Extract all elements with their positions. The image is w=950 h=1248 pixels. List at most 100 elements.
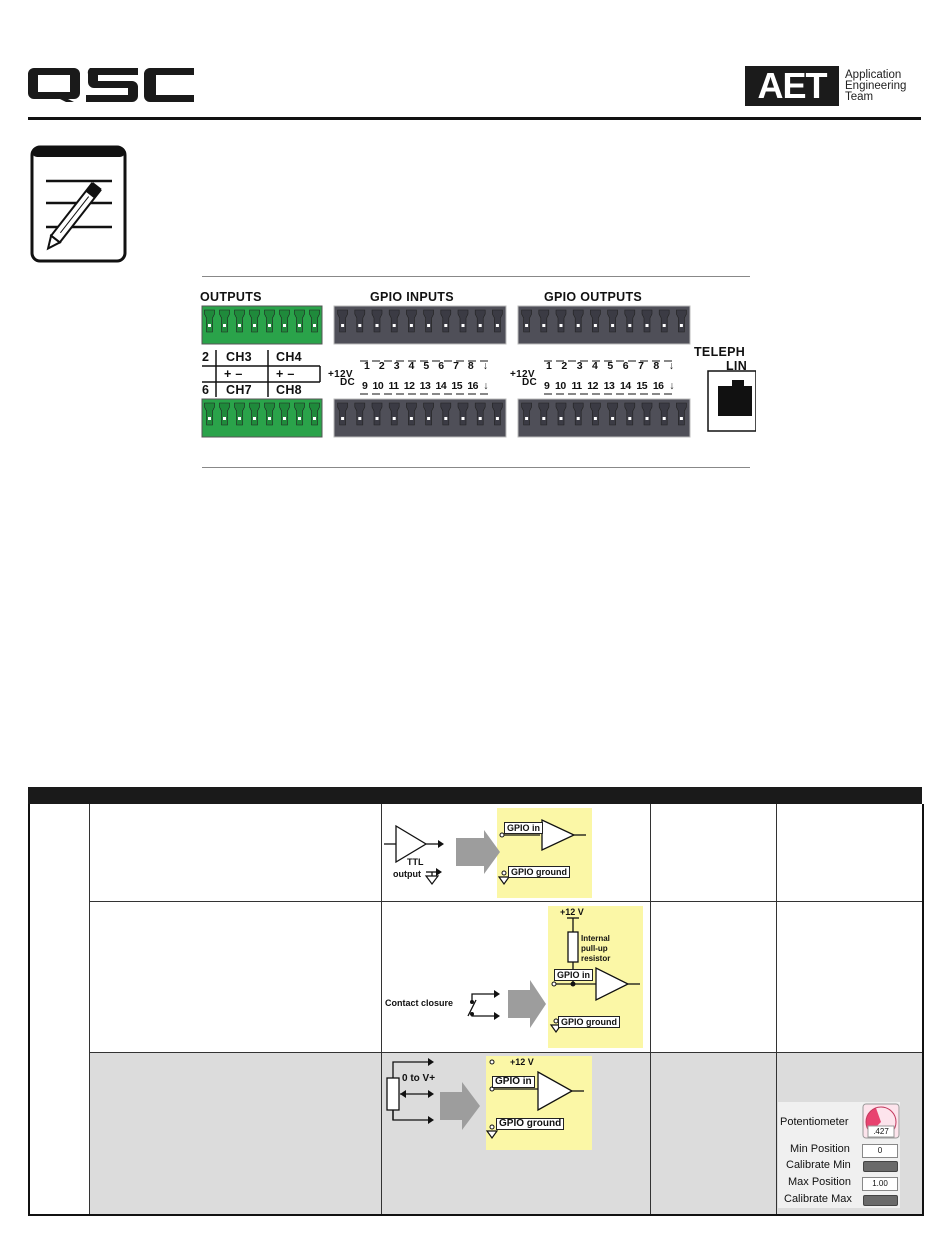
terminal-pin-dot [268, 324, 271, 327]
terminal-pin [264, 309, 275, 333]
terminal-pin-dot [495, 324, 499, 327]
terminal-pin [337, 402, 348, 426]
terminal-pin-dot [358, 417, 362, 420]
contact-closure-label: Contact closure [385, 998, 454, 1008]
terminal-pin [309, 309, 320, 333]
terminal-pin [624, 402, 636, 426]
gpio-in-tag: GPIO in [504, 822, 544, 834]
terminal-pin [492, 402, 503, 426]
pin-label: 16 [652, 380, 664, 392]
terminal-pin-dot [645, 324, 649, 327]
terminal-pin [555, 309, 567, 333]
resistor-label-2: pull-up [581, 944, 608, 953]
terminal-pin-dot [358, 324, 362, 327]
max-position-field[interactable]: 1.00 [862, 1177, 898, 1191]
terminal-pin [607, 402, 618, 426]
terminal-pin [572, 402, 584, 426]
gpio-in-supply-bottom: DC [340, 377, 356, 388]
pin-label: 15 [636, 380, 648, 392]
potentiometer-title: Potentiometer [780, 1116, 849, 1128]
ground-arrow-icon: ↓ [483, 380, 488, 392]
channel-label-ch8: CH8 [276, 383, 302, 397]
col-divider [776, 804, 777, 1214]
terminal-pin [607, 309, 618, 333]
qsc-logo [28, 68, 194, 102]
terminal-pin [658, 309, 670, 333]
terminal-pin-dot [268, 417, 271, 420]
terminal-pin [521, 402, 532, 426]
terminal-pin [264, 402, 275, 426]
terminal-pin-dot [341, 417, 345, 420]
terminal-pin-dot [576, 324, 580, 327]
terminal-pin [676, 309, 687, 333]
min-position-field[interactable]: 0 [862, 1144, 898, 1158]
terminal-pin-dot [542, 324, 546, 327]
terminal-pin-dot [542, 417, 546, 420]
pin-label: 10 [372, 380, 384, 392]
terminal-pin [219, 309, 230, 333]
terminal-pin-dot [645, 417, 649, 420]
pin-label: 8 [653, 360, 660, 372]
terminal-pin [521, 309, 532, 333]
gpio-ground-tag: GPIO ground [508, 866, 570, 878]
channel-label-ch4: CH4 [276, 350, 302, 364]
gpio-out-supply-top: +12V [510, 369, 535, 380]
aet-line-2: Engineering [845, 80, 907, 92]
terminal-pin [641, 402, 653, 426]
terminal-pin [641, 309, 653, 333]
terminal-pin-dot [559, 324, 563, 327]
terminal-pin-dot [461, 417, 465, 420]
terminal-pin-dot [238, 324, 241, 327]
row-divider [89, 1052, 922, 1053]
pin-label: 8 [467, 360, 474, 372]
pin-label: 7 [638, 360, 644, 372]
pin-label: 11 [571, 380, 582, 392]
terminal-pin [492, 309, 503, 333]
terminal-pin [590, 309, 601, 333]
terminal-pin [234, 402, 245, 426]
pin-label: 3 [576, 360, 583, 372]
terminal-pin-dot [662, 324, 666, 327]
calibrate-min-button[interactable] [863, 1161, 898, 1172]
pin-label: 2 [378, 360, 385, 372]
pin-label: 11 [388, 380, 399, 392]
calibrate-max-button[interactable] [863, 1195, 898, 1206]
terminal-pin [294, 402, 305, 426]
gpio-inputs-title: GPIO INPUTS [370, 290, 454, 304]
terminal-pin [279, 309, 290, 333]
row-divider [89, 901, 922, 902]
terminal-pin-dot [208, 417, 211, 420]
aet-line-1: Application [845, 69, 902, 81]
terminal-pin-dot [679, 324, 683, 327]
terminal-pin [204, 402, 215, 426]
knob-value: .427 [873, 1127, 889, 1136]
pin-label: 12 [403, 380, 415, 392]
terminal-pin-dot [375, 324, 379, 327]
pin-label: 14 [620, 380, 631, 392]
terminal-pin [457, 402, 469, 426]
terminal-pin-dot [495, 417, 499, 420]
ttl-label: TTL [407, 857, 424, 867]
terminal-pin [658, 402, 670, 426]
row3-shade-desc [90, 1053, 382, 1214]
aet-mark: AET [757, 65, 828, 106]
gpio-outputs-title: GPIO OUTPUTS [544, 290, 643, 304]
pin-label: 16 [467, 380, 478, 392]
terminal-pin [354, 309, 366, 333]
pin-label: 2 [561, 360, 568, 372]
terminal-pin-dot [223, 324, 226, 327]
terminal-pin-dot [283, 324, 286, 327]
terminal-pin-dot [298, 324, 301, 327]
note-pencil-icon [30, 145, 127, 263]
panel-top-rule [202, 276, 750, 277]
potentiometer-knob[interactable] [862, 1103, 900, 1139]
pin-label: 5 [607, 360, 614, 372]
terminal-pin [474, 402, 486, 426]
terminal-blocks [201, 305, 756, 438]
terminal-pin [388, 309, 400, 333]
channel-label-6: 6 [202, 383, 210, 397]
channel-label-2: 2 [202, 350, 210, 364]
max-position-label: Max Position [788, 1176, 851, 1188]
